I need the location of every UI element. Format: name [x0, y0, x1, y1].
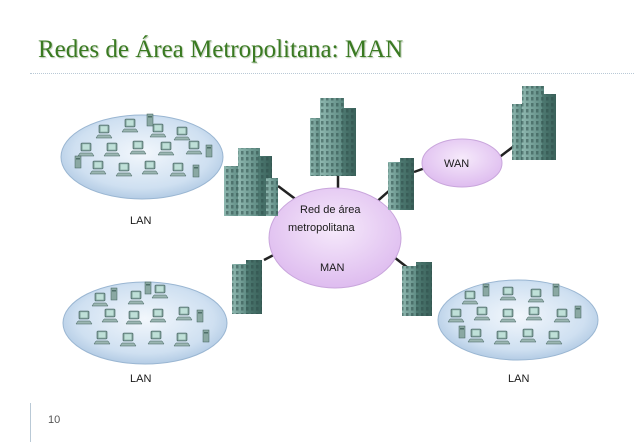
lan-label-bottom-right: LAN	[508, 373, 529, 385]
building-top	[310, 98, 356, 176]
building-bottom-right	[402, 262, 432, 316]
wan-label: WAN	[444, 158, 469, 170]
building-left	[224, 148, 278, 216]
title-divider	[30, 73, 634, 74]
lan-cloud-bottom-left	[62, 281, 228, 365]
man-label-line2: metropolitana	[288, 222, 356, 234]
building-remote-wan	[512, 86, 556, 160]
slide-title: Redes de Área Metropolitana: MAN	[38, 36, 404, 63]
wan-cloud: WAN	[421, 138, 503, 188]
page-number: 10	[48, 414, 61, 426]
man-label-line1: Red de área	[300, 204, 361, 216]
lan-cloud-bottom-right	[437, 279, 599, 361]
man-cloud: Red de área metropolitana MAN	[268, 187, 402, 289]
lan-label-top-left: LAN	[130, 215, 151, 227]
man-label-short: MAN	[320, 262, 345, 274]
building-bottom-left	[232, 260, 262, 314]
footer-divider	[30, 403, 31, 442]
lan-label-bottom-left: LAN	[130, 373, 151, 385]
building-right-small	[388, 158, 414, 210]
lan-cloud-top-left	[60, 113, 224, 200]
